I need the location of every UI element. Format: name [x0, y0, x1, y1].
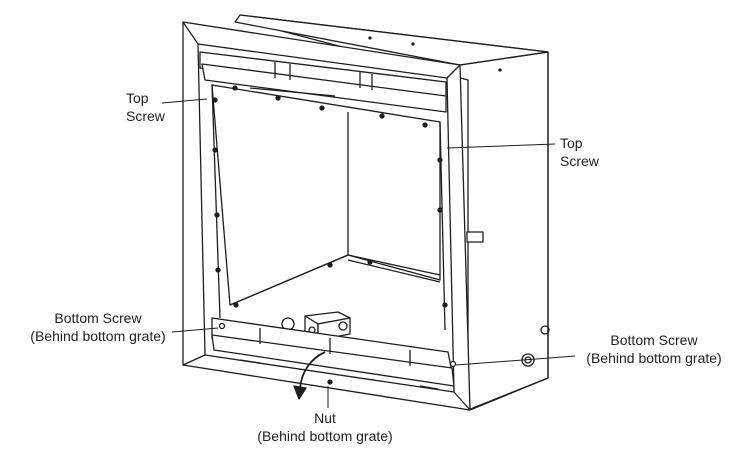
callout-line: Bottom Screw	[54, 310, 142, 326]
top-screw-right-label: Top Screw	[560, 134, 599, 170]
leader-lines	[161, 98, 576, 408]
callout-line: Bottom Screw	[610, 332, 698, 348]
callout-line: Nut	[314, 410, 336, 426]
bottom-screw-right-label: Bottom Screw (Behind bottom grate)	[574, 331, 734, 367]
callout-line: (Behind bottom grate)	[30, 328, 166, 344]
nut-label: Nut (Behind bottom grate)	[245, 409, 405, 445]
callout-line: Screw	[560, 153, 599, 169]
bottom-grate	[211, 317, 457, 390]
callout-line: (Behind bottom grate)	[257, 428, 393, 444]
bottom-screw-left-label: Bottom Screw (Behind bottom grate)	[18, 309, 178, 345]
top-screw-left-label: Top Screw	[126, 89, 165, 125]
rotation-arrow	[293, 351, 326, 400]
callout-line: Top	[560, 135, 583, 151]
firebox-opening	[211, 84, 448, 331]
callout-line: Screw	[126, 108, 165, 124]
junction-box	[281, 311, 351, 341]
callout-line: (Behind bottom grate)	[586, 350, 722, 366]
callout-line: Top	[126, 90, 149, 106]
top-grate	[199, 51, 447, 113]
